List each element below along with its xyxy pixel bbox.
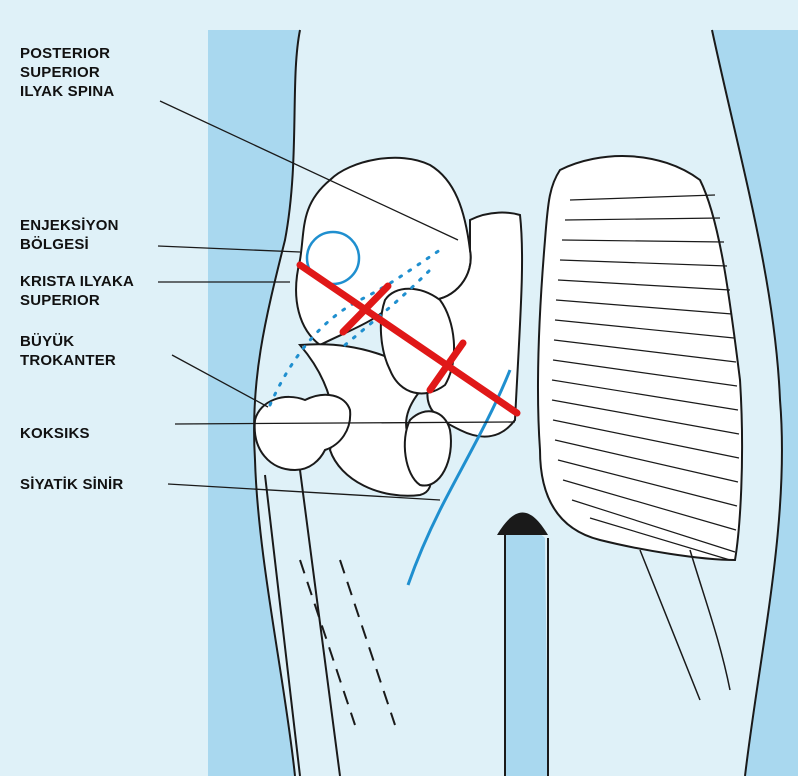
label-iliac-crest: KRISTA ILYAKA SUPERIOR — [20, 272, 134, 310]
label-greater-trochanter: BÜYÜK TROKANTER — [20, 332, 116, 370]
label-psis-line3: ILYAK SPINA — [20, 82, 114, 101]
label-crest-line1: KRISTA ILYAKA — [20, 272, 134, 291]
label-psis-line2: SUPERIOR — [20, 63, 114, 82]
label-injection-site: ENJEKSİYON BÖLGESİ — [20, 216, 119, 254]
label-injection-line2: BÖLGESİ — [20, 235, 119, 254]
label-crest-line2: SUPERIOR — [20, 291, 134, 310]
label-trochanter-line2: TROKANTER — [20, 351, 116, 370]
label-trochanter-line1: BÜYÜK — [20, 332, 116, 351]
leg-gap — [505, 529, 548, 776]
label-psis: POSTERIOR SUPERIOR ILYAK SPINA — [20, 44, 114, 101]
label-coccyx: KOKSIKS — [20, 424, 90, 443]
label-psis-line1: POSTERIOR — [20, 44, 114, 63]
label-injection-line1: ENJEKSİYON — [20, 216, 119, 235]
label-sciatic-nerve: SİYATİK SİNİR — [20, 475, 123, 494]
